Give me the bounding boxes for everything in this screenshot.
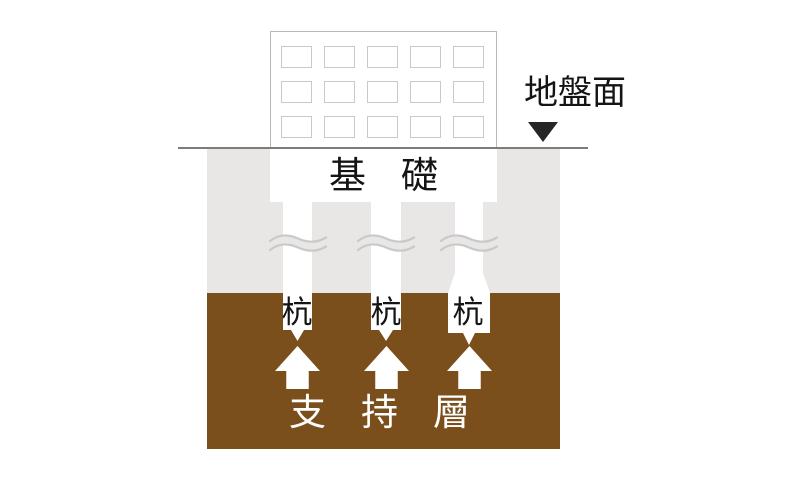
- building-window: [367, 46, 398, 68]
- pile-label: 杭: [370, 295, 402, 330]
- building-window: [453, 116, 484, 138]
- pile-break-symbol-icon: [439, 234, 499, 252]
- pile-label: 杭: [281, 295, 313, 330]
- building-outline: [270, 31, 497, 148]
- building-window: [410, 46, 441, 68]
- building-window: [324, 116, 355, 138]
- ground-surface-line: [178, 147, 588, 149]
- pile-shaft-1: [283, 202, 312, 341]
- building-window: [324, 81, 355, 103]
- building-window: [453, 46, 484, 68]
- pile-label: 杭: [452, 295, 484, 330]
- building-window: [410, 116, 441, 138]
- pile-shaft-3-enlarged-base: [448, 202, 490, 345]
- building-window: [281, 81, 312, 103]
- down-triangle-marker-icon: [528, 122, 558, 142]
- building-window: [367, 116, 398, 138]
- building-window: [281, 116, 312, 138]
- pile-break-symbol-icon: [356, 234, 416, 252]
- building-window: [367, 81, 398, 103]
- foundation-label: 基礎: [329, 156, 473, 197]
- building-window: [324, 46, 355, 68]
- foundation-slab: [270, 149, 497, 202]
- support-layer-label: 支持層: [289, 393, 505, 434]
- ground-surface-label: 地盤面: [524, 75, 626, 112]
- pile-shaft-2: [371, 202, 401, 341]
- building-window: [281, 46, 312, 68]
- pile-break-symbol-icon: [268, 234, 328, 252]
- building-window: [453, 81, 484, 103]
- building-window: [410, 81, 441, 103]
